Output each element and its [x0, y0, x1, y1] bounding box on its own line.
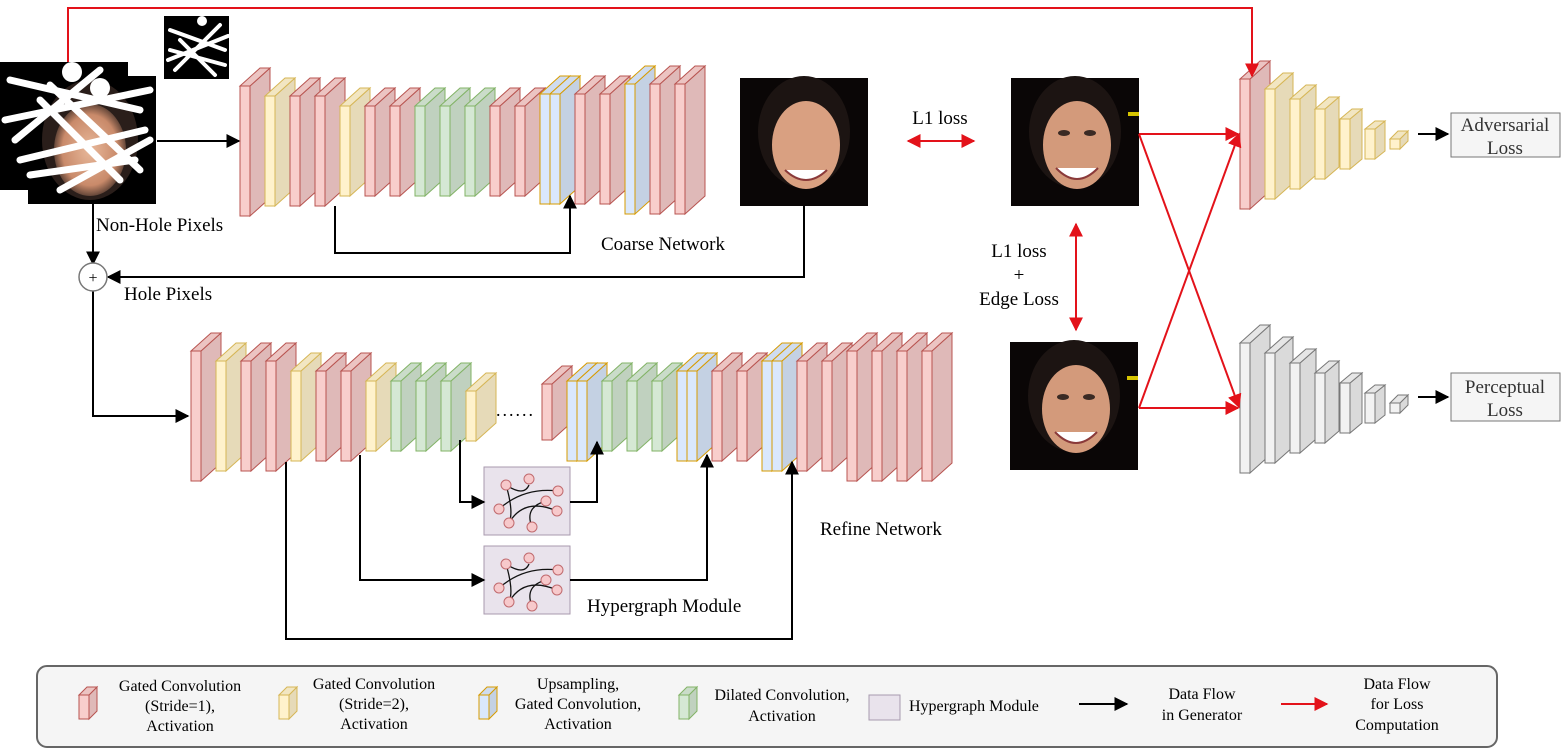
hypergraph-node — [503, 596, 515, 608]
legend-flow-gen-line1: Data Flow — [1168, 686, 1236, 703]
legend-dilated-swatch — [677, 685, 699, 721]
refined-output-image — [1010, 340, 1138, 470]
perceptual-layer-3 — [1288, 347, 1318, 455]
legend-gated2-swatch — [277, 685, 299, 721]
hypergraph-node — [493, 503, 505, 515]
legend-frame — [36, 665, 1498, 748]
adversarial-layer-3 — [1288, 83, 1318, 191]
adversarial-loss-box — [1450, 112, 1561, 158]
mask-image — [164, 16, 230, 79]
legend-flow-loss-line1: Data Flow — [1363, 676, 1431, 693]
legend-dilated-line2: Activation — [748, 708, 816, 725]
refine-network-layers — [189, 331, 954, 483]
hyperedge — [498, 568, 559, 589]
generator-data-flow — [86, 127, 1450, 640]
adversarial-layer-6 — [1363, 119, 1387, 161]
legend-dilated-line1: Dilated Convolution, — [714, 687, 849, 704]
legend: Gated Convolution (Stride=1), Activation… — [36, 665, 1498, 748]
perceptual-layer-6 — [1363, 383, 1387, 425]
coarse-network-layers — [238, 64, 707, 218]
hypergraph-node — [540, 495, 552, 507]
plus-sign: + — [88, 270, 97, 287]
l1-loss-label: L1 loss — [912, 108, 967, 129]
coarse-output-image — [740, 76, 868, 206]
hypergraph-module-1 — [483, 466, 571, 536]
hypergraph-node — [523, 473, 535, 485]
ground-truth-image — [1011, 76, 1139, 206]
adversarial-layer-7 — [1388, 129, 1410, 151]
hypergraph-node — [540, 574, 552, 586]
add-node — [78, 262, 108, 292]
hypergraph-node — [500, 479, 512, 491]
refine-layer-30 — [920, 331, 954, 483]
adversarial-loss-label-2: Loss — [1487, 138, 1523, 159]
hypergraph-node — [551, 505, 563, 517]
legend-gated2-line1: Gated Convolution — [313, 676, 435, 693]
perceptual-layer-2 — [1263, 335, 1295, 465]
hole-pixels-label: Hole Pixels — [124, 284, 212, 305]
l1-edge-loss-label-2: + — [1014, 265, 1025, 286]
hypergraph-node — [523, 552, 535, 564]
legend-upsample-line2: Gated Convolution, — [515, 696, 641, 713]
hypergraph-node — [493, 582, 505, 594]
adversarial-discriminator — [1238, 59, 1410, 211]
hypergraph-module-label: Hypergraph Module — [587, 596, 741, 617]
adversarial-loss-label-1: Adversarial — [1461, 115, 1550, 136]
legend-upsample-line3: Activation — [544, 716, 612, 733]
refine-network-label: Refine Network — [820, 519, 942, 540]
ellipsis-dots: ...... — [496, 400, 535, 420]
legend-gated1-line3: Activation — [146, 718, 214, 735]
hyperedge — [498, 489, 559, 510]
legend-upsample-swatch — [477, 685, 499, 721]
l1-edge-loss-label-1: L1 loss — [991, 241, 1046, 262]
legend-gated1-line2: (Stride=1), — [145, 698, 215, 715]
adversarial-layer-4 — [1313, 95, 1341, 181]
hypergraph-module-2 — [483, 545, 571, 615]
legend-gated1-line1: Gated Convolution — [119, 678, 241, 695]
perceptual-layer-7 — [1388, 393, 1410, 415]
hypergraph-node — [552, 485, 564, 497]
adversarial-layer-5 — [1338, 107, 1364, 171]
legend-gated1-swatch — [77, 685, 99, 721]
hypergraph-node — [500, 558, 512, 570]
coarse-network-label: Coarse Network — [601, 234, 725, 255]
loss-data-flow — [67, 7, 1259, 415]
perceptual-layer-4 — [1313, 359, 1341, 445]
input-image-stack — [0, 62, 156, 204]
l1-edge-loss-label-3: Edge Loss — [979, 289, 1059, 310]
hypergraph-node — [526, 521, 538, 533]
adversarial-layer-2 — [1263, 71, 1295, 201]
legend-gated2-line3: Activation — [340, 716, 408, 733]
legend-gated2-line2: (Stride=2), — [339, 696, 409, 713]
legend-upsample-line1: Upsampling, — [537, 676, 619, 693]
perceptual-layer-5 — [1338, 371, 1364, 435]
legend-hypergraph-swatch — [868, 694, 901, 721]
hypergraph-node — [552, 564, 564, 576]
hypergraph-node — [551, 584, 563, 596]
perceptual-loss-label-1: Perceptual — [1465, 377, 1545, 398]
perceptual-loss-label-2: Loss — [1487, 400, 1523, 421]
coarse-layer-19 — [673, 64, 707, 216]
non-hole-pixels-label: Non-Hole Pixels — [96, 215, 223, 236]
legend-flow-loss-line2: for Loss — [1371, 696, 1424, 713]
hypergraph-node — [526, 600, 538, 612]
perceptual-network — [1238, 323, 1410, 475]
hypergraph-node — [503, 517, 515, 529]
legend-flow-gen-line2: in Generator — [1162, 707, 1243, 724]
legend-flow-loss-line3: Computation — [1355, 717, 1439, 734]
perceptual-loss-box — [1450, 372, 1561, 422]
refine-layer-12 — [464, 371, 498, 443]
legend-hypergraph-label: Hypergraph Module — [909, 698, 1039, 715]
